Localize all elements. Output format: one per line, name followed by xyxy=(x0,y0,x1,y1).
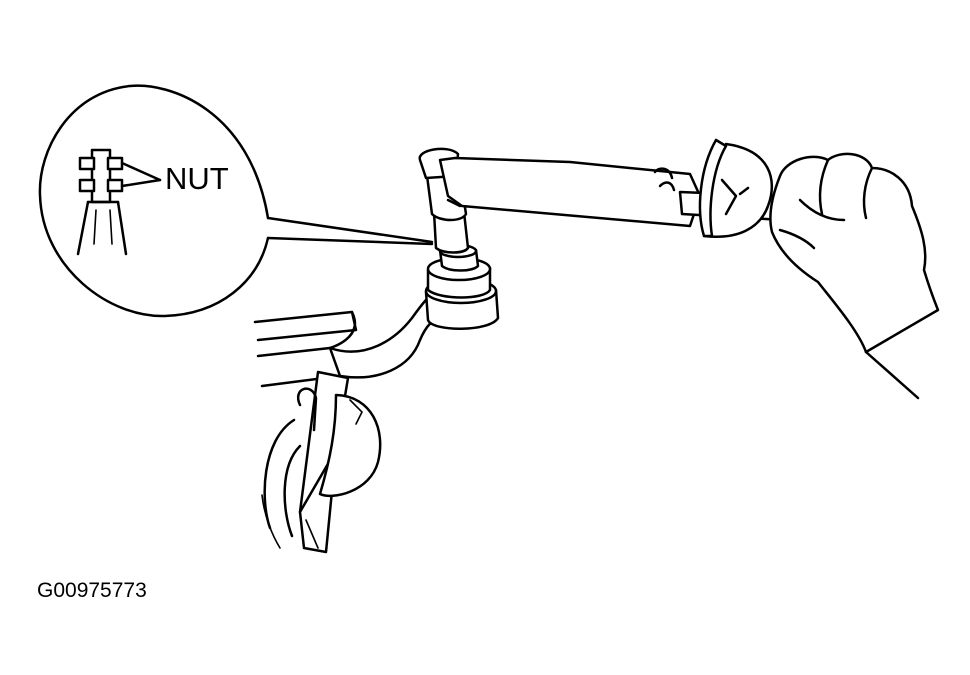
nut-label: NUT xyxy=(165,161,229,196)
callout-leader-upper xyxy=(266,216,434,244)
detail-callout xyxy=(38,84,434,318)
figure-id: G00975773 xyxy=(37,579,147,602)
callout-circle xyxy=(38,84,270,318)
torque-wrench xyxy=(418,138,784,254)
tie-rod-end xyxy=(424,243,500,330)
callout-leader-lower xyxy=(266,236,434,246)
steering-knuckle xyxy=(253,290,442,554)
nut-detail-icon xyxy=(76,148,162,256)
hand xyxy=(769,152,940,400)
